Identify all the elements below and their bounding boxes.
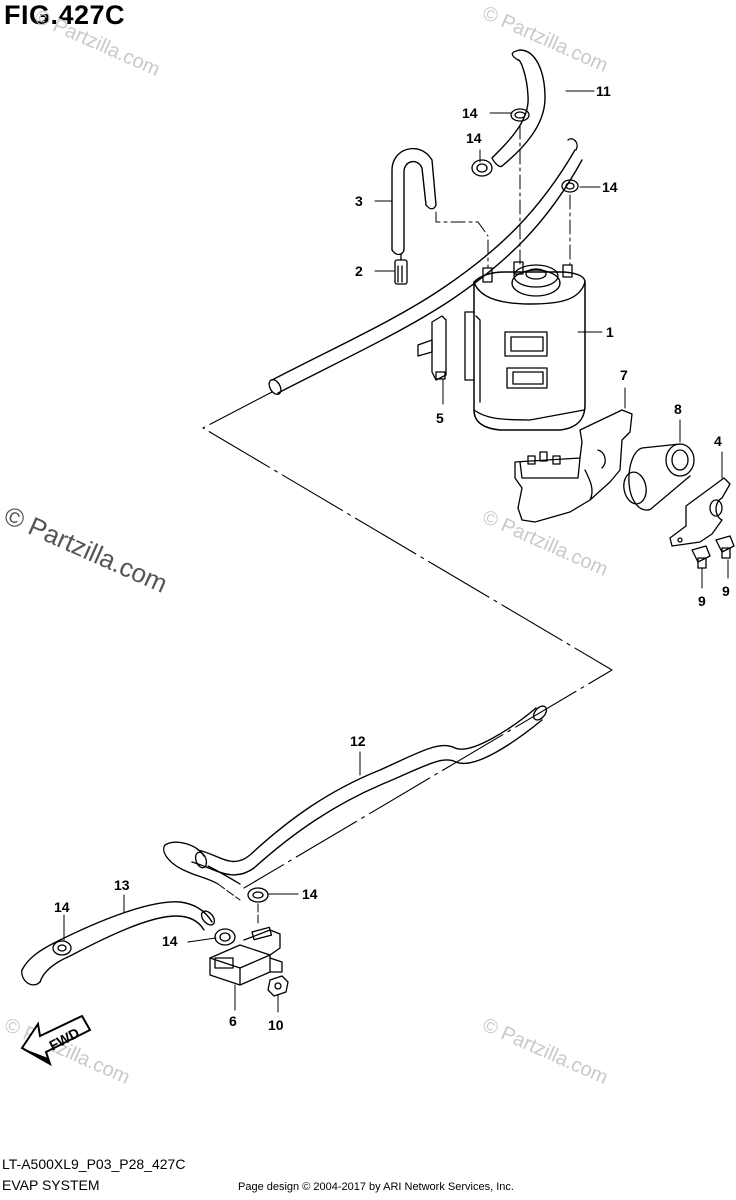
system-name: EVAP SYSTEM: [2, 1177, 100, 1193]
clamp-14-e: [247, 887, 269, 903]
callout-11: 11: [596, 83, 611, 99]
callout-14-d: 14: [54, 899, 70, 915]
routing-dash-line: [202, 391, 613, 889]
clamp-14-c: [561, 179, 579, 193]
canister-1: [464, 261, 586, 431]
bracket-5: [417, 315, 447, 381]
clamp-14-d: [52, 940, 72, 956]
callout-5: 5: [436, 410, 444, 426]
bracket-4: [669, 477, 731, 547]
callout-14-e: 14: [302, 886, 318, 902]
hose-12: [163, 705, 548, 901]
callout-8: 8: [674, 401, 682, 417]
diagram-code: LT-A500XL9_P03_P28_427C: [2, 1156, 186, 1172]
callout-12: 12: [350, 733, 366, 749]
mount-8: [623, 443, 695, 511]
callout-1: 1: [606, 324, 614, 340]
fig-title: FIG.427C: [4, 0, 126, 30]
callout-3: 3: [355, 193, 363, 209]
callout-9-b: 9: [722, 583, 730, 599]
valve-6: [209, 926, 283, 986]
callout-2: 2: [355, 263, 363, 279]
nut-10: [267, 975, 289, 997]
hose-13: [21, 901, 216, 986]
clamp-14-f: [214, 928, 236, 946]
callout-14-b: 14: [466, 130, 482, 146]
clamp-14-b: [471, 159, 493, 177]
callout-6: 6: [229, 1013, 237, 1029]
bolt-9-b: [715, 535, 735, 559]
part-2-fitting: [394, 253, 408, 285]
hose-11: [268, 49, 583, 396]
callout-14-c: 14: [602, 179, 618, 195]
leader-lines: [63, 90, 729, 1013]
bracket-7: [514, 409, 633, 523]
copyright-text: Page design © 2004-2017 by ARI Network S…: [238, 1181, 514, 1193]
hose-3: [391, 147, 489, 256]
callout-14-f: 14: [162, 933, 178, 949]
callout-9-a: 9: [698, 593, 706, 609]
callout-labels: 11 14 14 14 3 2 1 5 7 8 4 9 9 12 13 14 1…: [54, 83, 730, 1033]
callout-13: 13: [114, 877, 130, 893]
callout-7: 7: [620, 367, 628, 383]
callout-14-a: 14: [462, 105, 478, 121]
clamp-14-a: [510, 108, 530, 122]
callout-4: 4: [714, 433, 722, 449]
fwd-arrow-icon: FWD: [20, 1014, 92, 1067]
callout-10: 10: [268, 1017, 284, 1033]
bolt-9-a: [691, 545, 711, 569]
